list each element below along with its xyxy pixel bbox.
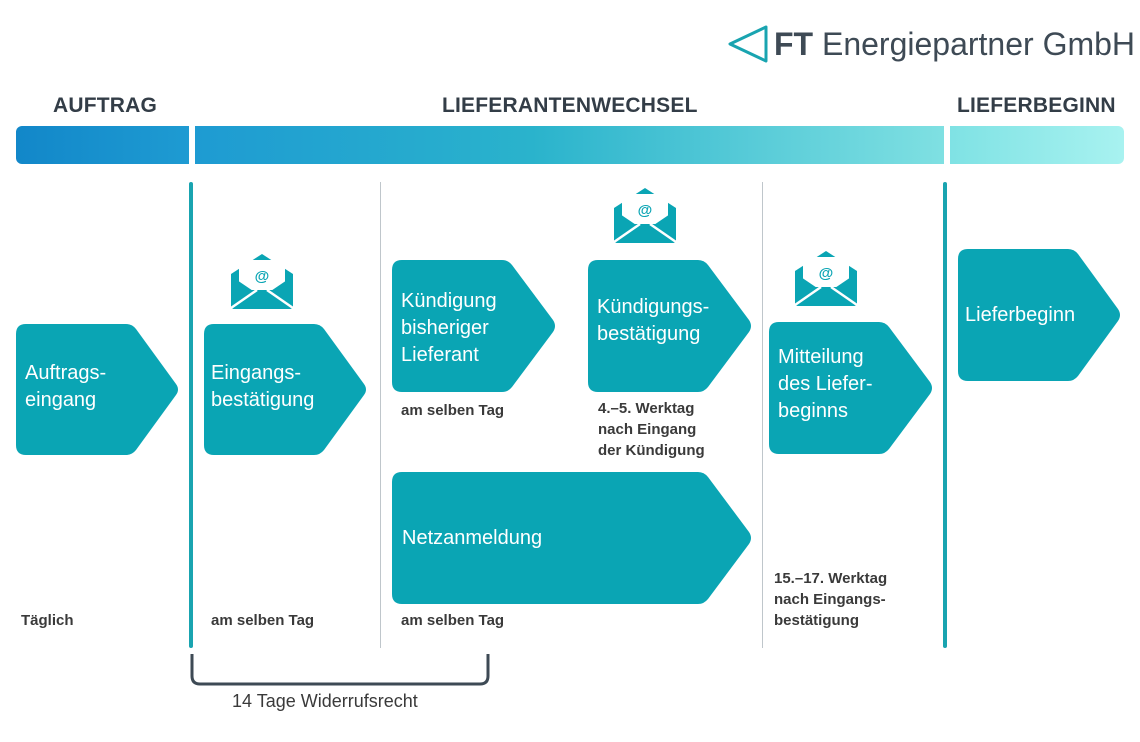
step-kuendigung-label: Kündigung bisheriger Lieferant xyxy=(401,290,497,366)
widerrufsrecht-label: 14 Tage Widerrufsrecht xyxy=(232,691,418,711)
step-mitteilung-label: Mitteilung des Liefer- beginns xyxy=(778,346,873,422)
mitteilung-timing: 15.–17. Werktag nach Eingangs- bestätigu… xyxy=(774,570,888,629)
kuendigung-timing: am selben Tag xyxy=(401,402,505,419)
phase-divider-right xyxy=(943,182,947,648)
phase-divider-left xyxy=(189,182,193,648)
step-kuendigungsbestaetigung-shape xyxy=(588,260,751,392)
phase-lieferantenwechsel-heading: LIEFERANTENWECHSEL xyxy=(442,94,698,117)
step-auftragseingang-shape xyxy=(16,324,178,455)
phase-lieferbeginn-heading: LIEFERBEGINN xyxy=(957,94,1116,117)
kuendigungsbestaetigung-timing: 4.–5. Werktag nach Eingang der Kündigung xyxy=(598,400,705,459)
phase-lieferantenwechsel-bar xyxy=(195,126,944,164)
step-netzanmeldung-shape xyxy=(392,472,751,604)
ft-triangle-logo-icon xyxy=(728,25,768,63)
column-divider-2 xyxy=(762,182,763,648)
company-name-rest: Energiepartner GmbH xyxy=(813,26,1136,62)
phase-auftrag-heading: AUFTRAG xyxy=(53,94,158,117)
step-kuendigung-shape xyxy=(392,260,555,392)
step-netzanmeldung-label: Netzanmeldung xyxy=(402,527,543,549)
step-mitteilung-shape xyxy=(769,322,932,454)
step-kuendigungsbestaetigung-label: Kündigungs- bestätigung xyxy=(597,296,710,345)
phase-lieferbeginn-bar xyxy=(950,126,1124,164)
step-lieferbeginn-shape xyxy=(958,249,1120,381)
svg-text:@: @ xyxy=(819,265,834,282)
step-lieferbeginn-label: Lieferbeginn xyxy=(965,304,1076,326)
eingangsbestaetigung-timing: am selben Tag xyxy=(211,612,315,629)
widerrufsrecht-bracket xyxy=(190,654,490,686)
email-envelope-icon: @ xyxy=(794,251,858,307)
auftragseingang-timing: Täglich xyxy=(21,612,74,629)
svg-text:@: @ xyxy=(638,202,653,219)
email-envelope-icon: @ xyxy=(613,188,677,244)
company-name: FT Energiepartner GmbH xyxy=(774,22,1135,66)
svg-text:@: @ xyxy=(255,268,270,285)
company-name-bold: FT xyxy=(774,26,814,62)
email-envelope-icon: @ xyxy=(230,254,294,310)
step-eingangsbestaetigung-label: Eingangs- bestätigung xyxy=(211,362,315,411)
company-logo: FT Energiepartner GmbH xyxy=(726,22,1135,66)
phase-auftrag-bar xyxy=(16,126,189,164)
netzanmeldung-timing: am selben Tag xyxy=(401,612,505,629)
step-auftragseingang-label: Auftrags- eingang xyxy=(25,362,107,411)
column-divider-1 xyxy=(380,182,381,648)
step-eingangsbestaetigung-shape xyxy=(204,324,366,455)
